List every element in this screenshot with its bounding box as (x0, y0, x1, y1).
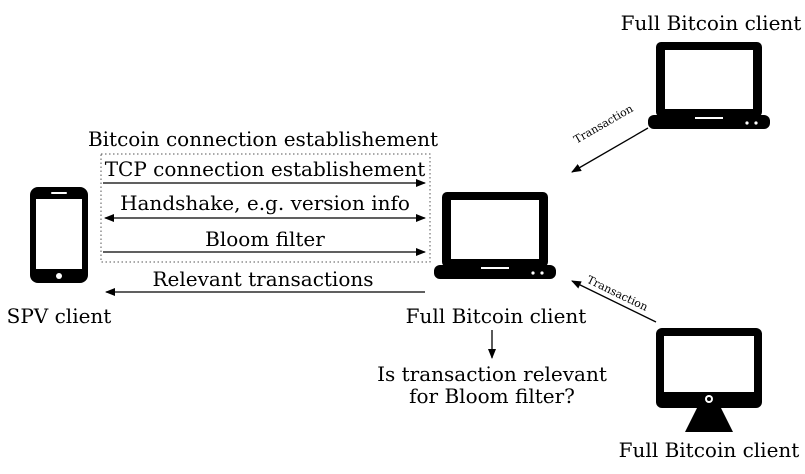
middle-client-label: Full Bitcoin client (405, 304, 587, 328)
spv-client-label: SPV client (6, 304, 112, 328)
bottom-client-label: Full Bitcoin client (618, 438, 800, 462)
smartphone-icon (30, 187, 88, 283)
tcp-connection-label: TCP connection establishement (104, 157, 426, 181)
bitcoin-connection-label: Bitcoin connection establishement (87, 127, 439, 151)
laptop-icon (648, 42, 770, 129)
relevant-transactions-label: Relevant transactions (152, 267, 374, 291)
handshake-label: Handshake, e.g. version info (120, 191, 410, 215)
question-line1: Is transaction relevant (377, 362, 607, 386)
transaction-arrow-bottom (571, 280, 657, 323)
laptop-icon (434, 192, 556, 279)
bloom-filter-label: Bloom filter (205, 227, 325, 251)
bitcoin-connection-box (100, 153, 431, 263)
top-client-label: Full Bitcoin client (620, 11, 802, 35)
question-line2: for Bloom filter? (409, 384, 575, 408)
transaction-arrow-top (571, 127, 649, 173)
desktop-monitor-icon (656, 328, 762, 432)
